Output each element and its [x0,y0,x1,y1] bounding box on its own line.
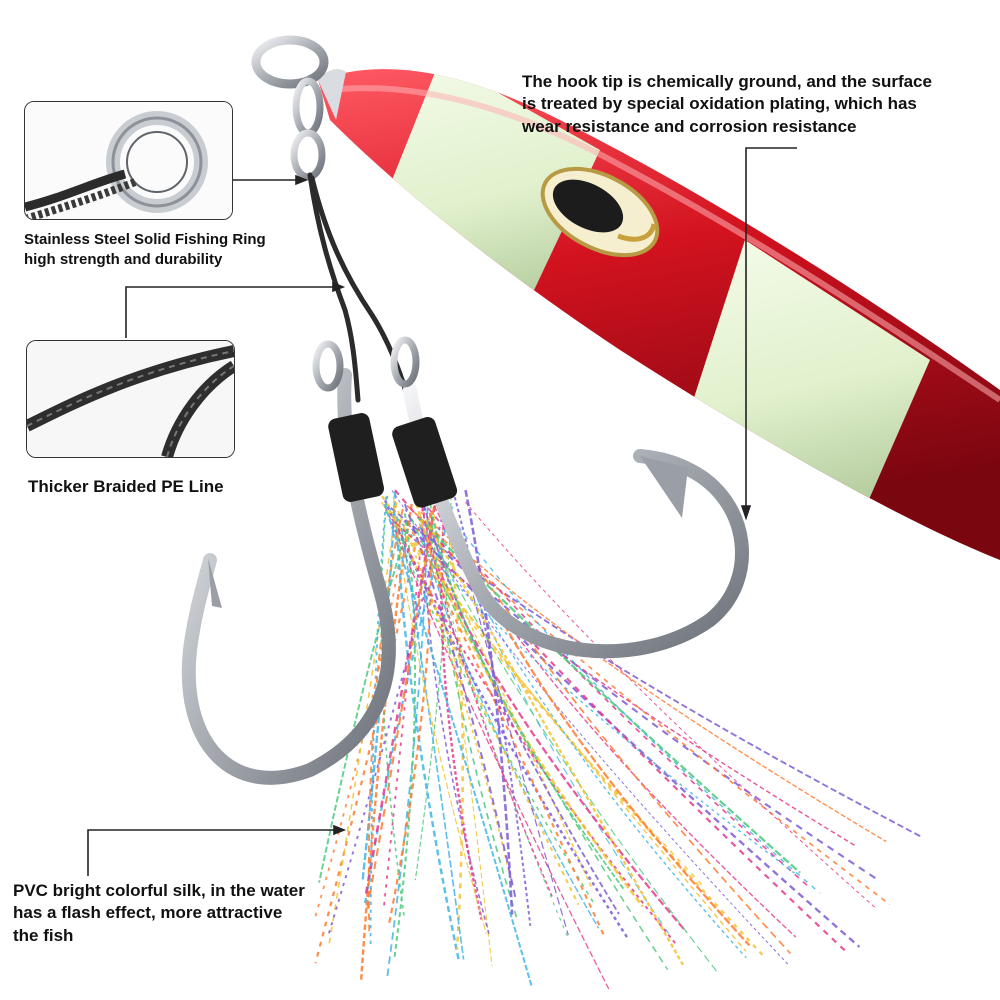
braided-line-caption: Thicker Braided PE Line [28,476,308,498]
silk-strand [406,504,891,906]
silk-strand [420,511,887,843]
silk-strand [388,512,433,924]
braided-line-caption-text: Thicker Braided PE Line [28,477,224,496]
silk-strand [423,499,568,937]
silk-strand [361,491,397,883]
silk-strand [328,502,398,947]
silk-strand [400,527,465,960]
silk-strand [419,524,594,890]
silk-strand [424,519,685,966]
hook-tip-caption: The hook tip is chemically ground, and t… [522,71,992,138]
silk-strand [403,503,517,898]
silk-strand [421,507,553,897]
callout-silk [87,829,336,876]
braided-pe-line [307,172,413,408]
silk-strand [388,509,580,906]
silk-strand [395,516,461,962]
silk-strand [383,499,629,940]
silk-caption-line2: has a flash effect, more attractive [13,903,283,923]
silk-strand [437,505,792,954]
silk-strand [394,529,596,906]
silk-strand [420,527,878,881]
silk-strand [394,489,850,955]
solid-fishing-ring [251,35,329,181]
ring-caption-line2: high strength and durability [24,250,223,268]
braided-line-closeup-inset [26,340,235,458]
silk-strand [383,503,533,988]
ring-caption-line1: Stainless Steel Solid Fishing Ring [24,231,266,248]
braided-line-closeup-image [27,341,234,457]
glow-band-1 [380,69,600,320]
silk-strand [369,496,388,945]
silk-strand [388,507,795,874]
silk-strand [440,501,821,894]
silk-strand [465,501,876,908]
silk-strand [327,502,447,935]
silk-strand [391,490,789,965]
hook-tip-caption-line2: is treated by special oxidation plating,… [522,94,917,114]
silk-strand [412,493,644,908]
silk-strand [428,529,717,972]
lure-eye [540,166,660,258]
silk-strand [383,506,747,952]
ring-closeup-inset [24,101,233,220]
jig-lure-body [318,69,1000,561]
silk-strand [464,489,514,915]
silk-strand [410,517,669,971]
silk-strand [381,501,705,888]
hook-tip-caption-line1: The hook tip is chemically ground, and t… [522,72,932,91]
callout-hook-tip [745,147,797,508]
hook-tip-caption-line3: wear resistance and corrosion resistance [522,116,857,136]
silk-caption: PVC bright colorful silk, in the water h… [13,880,353,947]
silk-caption-line3: the fish [13,925,74,945]
silk-caption-line1: PVC bright colorful silk, in the water [13,881,305,900]
silk-strand [318,529,408,883]
silk-strand [439,496,670,934]
assist-hook-left [181,340,396,785]
silk-strand [397,510,513,883]
silk-strand [414,495,452,881]
ring-caption: Stainless Steel Solid Fishing Ring high … [24,230,324,270]
silk-strand [407,522,606,938]
glow-band-2 [690,240,930,520]
ring-closeup-image [25,102,232,219]
assist-hook-right [390,336,749,659]
callout-lines [87,147,797,876]
silk-strand [393,513,416,959]
colorful-silk-tail [313,489,923,990]
silk-strand [420,524,687,933]
silk-strand [394,521,678,946]
silk-strand [392,496,487,934]
callout-braid [125,286,335,338]
